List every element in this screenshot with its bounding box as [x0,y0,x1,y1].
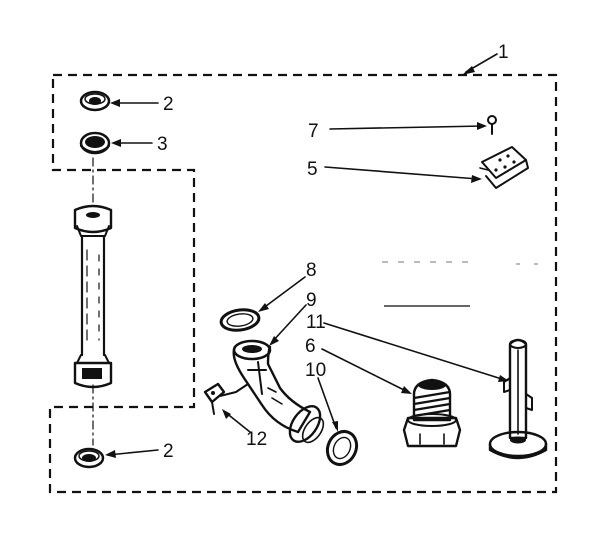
callout-label-drain-plug: 6 [305,336,316,357]
callout-label-washer-bottom: 2 [163,441,174,462]
callout-label-grommet: 3 [157,134,168,155]
callout-label-washer-top: 2 [163,94,174,115]
hose-clamp-part [203,382,249,415]
callout-label-elbow-hose: 9 [306,290,317,311]
callout-clip: 5 [307,159,482,183]
callout-screw: 7 [308,121,487,142]
washer-top-part [79,90,111,112]
washer-bottom-part [73,447,105,469]
clip-part [479,146,529,189]
valve-stem-part [488,338,548,460]
o-ring-part [325,429,359,467]
callout-washer-top: 2 [110,94,174,115]
callout-label-o-ring: 10 [305,360,326,381]
seal-ring-part [219,308,261,332]
callout-grommet: 3 [111,134,168,155]
callout-label-screw: 7 [308,121,319,142]
callout-drain-plug: 6 [305,336,412,394]
assembly-boundary [48,73,558,494]
callout-assembly: 1 [462,42,509,75]
screw-part [487,115,497,135]
callout-label-valve-stem: 11 [306,312,326,333]
callout-o-ring: 10 [305,360,338,432]
stand-pipe-part [73,204,113,389]
callout-label-assembly: 1 [498,42,509,63]
callout-elbow-hose: 9 [269,290,317,346]
callout-hose-clamp: 12 [222,409,267,450]
callout-label-seal-ring: 8 [306,260,317,281]
callout-label-clip: 5 [307,159,318,180]
callout-seal-ring: 8 [258,260,317,312]
callout-valve-stem: 11 [306,312,509,382]
drain-plug-part [402,378,462,448]
callout-washer-bottom: 2 [105,441,174,462]
grommet-part [79,131,111,155]
callout-label-hose-clamp: 12 [246,429,267,450]
elbow-hose-part [232,339,325,444]
